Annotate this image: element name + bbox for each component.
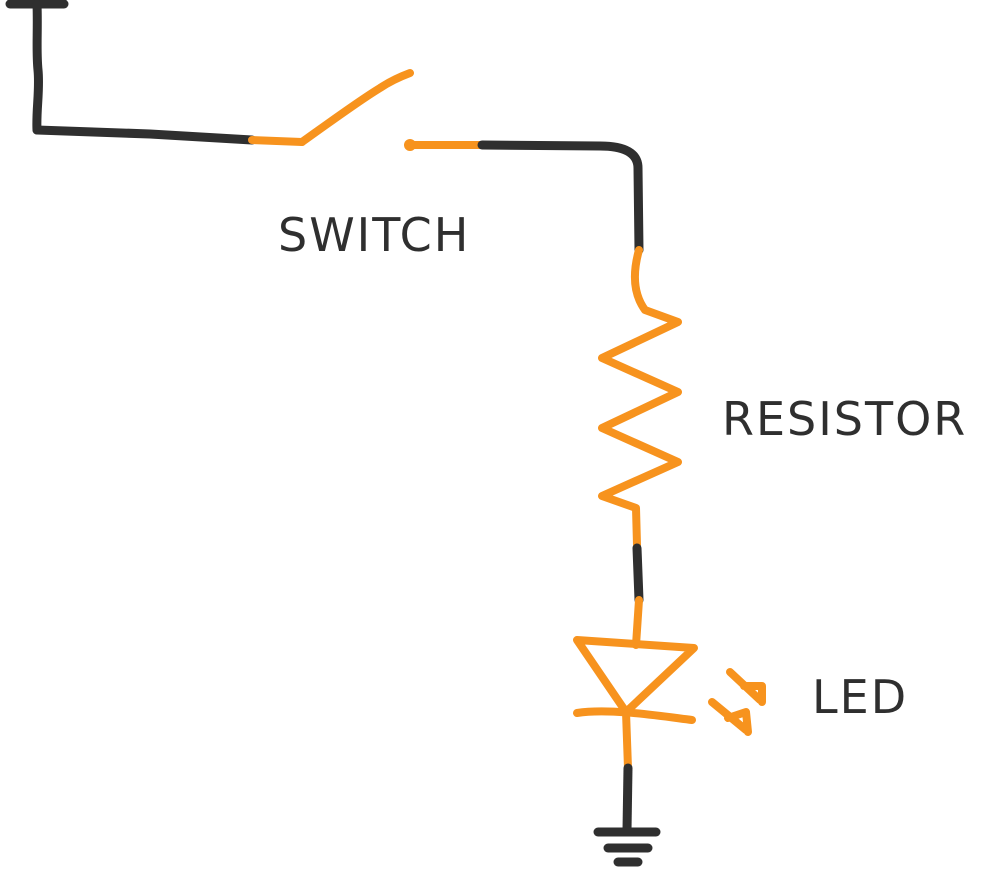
led-triangle [573,636,698,716]
led-top-lead [632,596,643,649]
wire-top-left-vertical [32,0,44,135]
switch-label: SWITCH [278,208,471,262]
switch-left-lead [248,136,306,146]
resistor-zigzag [598,246,682,549]
resistor-label: RESISTOR [722,392,968,446]
wire-led-to-ground [622,763,633,835]
switch-lever [298,69,414,146]
led-bottom-lead [622,708,632,772]
wire-switch-to-resistor [477,140,644,255]
led-light-arrow-upper [726,668,766,706]
led-bar [573,707,696,724]
wire-resistor-to-led [632,543,644,605]
ground-symbol [593,827,661,867]
resistor-symbol [598,246,682,549]
led-symbol [573,636,766,772]
power-terminal [5,0,69,135]
led-light-arrow-lower [708,698,752,736]
switch-symbol [248,69,486,151]
led-label: LED [812,670,909,724]
wire-to-switch [32,125,257,145]
